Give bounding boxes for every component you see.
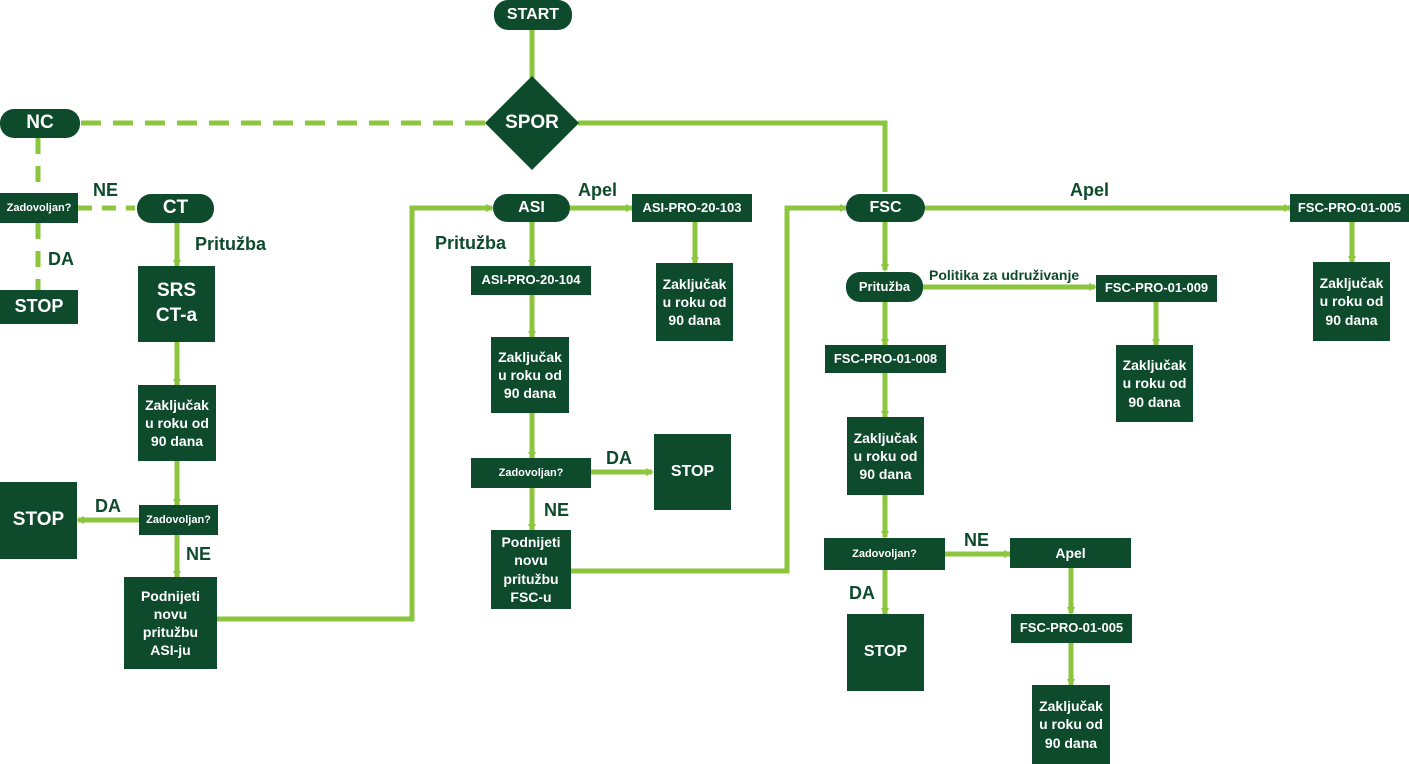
asi-stop-node: STOP <box>654 434 731 510</box>
asi-da-label: DA <box>606 448 632 468</box>
srs-node: SRS CT-a <box>138 266 215 342</box>
ct-stop-node: STOP <box>0 482 77 559</box>
nc-stop-node: STOP <box>0 290 78 324</box>
asi-node: ASI <box>493 194 570 222</box>
fsc-prituzba-node: Pritužba <box>846 272 923 302</box>
ct-zakljucak-node: Zaključak u roku od 90 dana <box>138 385 216 461</box>
fsc-pro-009-node: FSC-PRO-01-009 <box>1096 275 1217 302</box>
ct-da-label: DA <box>95 496 121 516</box>
fsc-pro-005-bottom-node: FSC-PRO-01-005 <box>1011 614 1132 643</box>
spor-label: SPOR <box>505 112 559 133</box>
start-node: START <box>494 0 572 30</box>
asi-podnijeti-node: Podnijeti novu pritužbu FSC-u <box>491 530 571 609</box>
fsc-009-zakljucak-node: Zaključak u roku od 90 dana <box>1116 345 1193 422</box>
fsc-pro-008-node: FSC-PRO-01-008 <box>825 345 946 373</box>
spor-decision: SPOR <box>485 76 579 170</box>
connector-podnijeti-fsc <box>571 204 848 574</box>
ct-podnijeti-node: Podnijeti novu pritužbu ASI-ju <box>124 577 217 669</box>
ct-node: CT <box>137 194 214 223</box>
nc-da-label: DA <box>48 249 74 269</box>
fsc-apel-zakljucak-node: Zaključak u roku od 90 dana <box>1313 262 1390 341</box>
nc-ne-label: NE <box>93 180 119 200</box>
connector-podnijeti-asi <box>217 204 494 622</box>
fsc-node: FSC <box>846 194 925 222</box>
asi-prituzba-label: Pritužba <box>435 233 507 253</box>
connector-spor-fsc <box>578 120 888 192</box>
fsc-zadovoljan-node: Zadovoljan? <box>824 538 945 570</box>
fsc-stop-node: STOP <box>847 614 924 691</box>
fsc-ne-label: NE <box>964 530 990 550</box>
asi-pro-104-node: ASI-PRO-20-104 <box>471 266 591 295</box>
asi-zakljucak-node: Zaključak u roku od 90 dana <box>491 337 569 413</box>
asi-apel-zakljucak-node: Zaključak u roku od 90 dana <box>656 263 733 341</box>
ct-ne-label: NE <box>186 544 212 564</box>
fsc-zakljucak-node: Zaključak u roku od 90 dana <box>847 417 924 495</box>
ct-prituzba-label: Pritužba <box>195 234 267 254</box>
fsc-da-label: DA <box>849 583 875 603</box>
fsc-pro-005-top-node: FSC-PRO-01-005 <box>1290 194 1409 222</box>
nc-zadovoljan-node: Zadovoljan? <box>0 193 78 223</box>
fsc-politika-label: Politika za udruživanje <box>929 267 1080 283</box>
asi-pro-103-node: ASI-PRO-20-103 <box>632 194 752 222</box>
nc-node: NC <box>0 109 80 138</box>
asi-apel-label: Apel <box>578 180 618 200</box>
fsc-apel-node: Apel <box>1010 538 1131 568</box>
fsc-apel-label: Apel <box>1070 180 1110 200</box>
asi-ne-label: NE <box>544 500 570 520</box>
asi-zadovoljan-node: Zadovoljan? <box>471 458 591 488</box>
ct-zadovoljan-node: Zadovoljan? <box>139 505 218 535</box>
fsc-final-zakljucak-node: Zaključak u roku od 90 dana <box>1032 685 1110 764</box>
